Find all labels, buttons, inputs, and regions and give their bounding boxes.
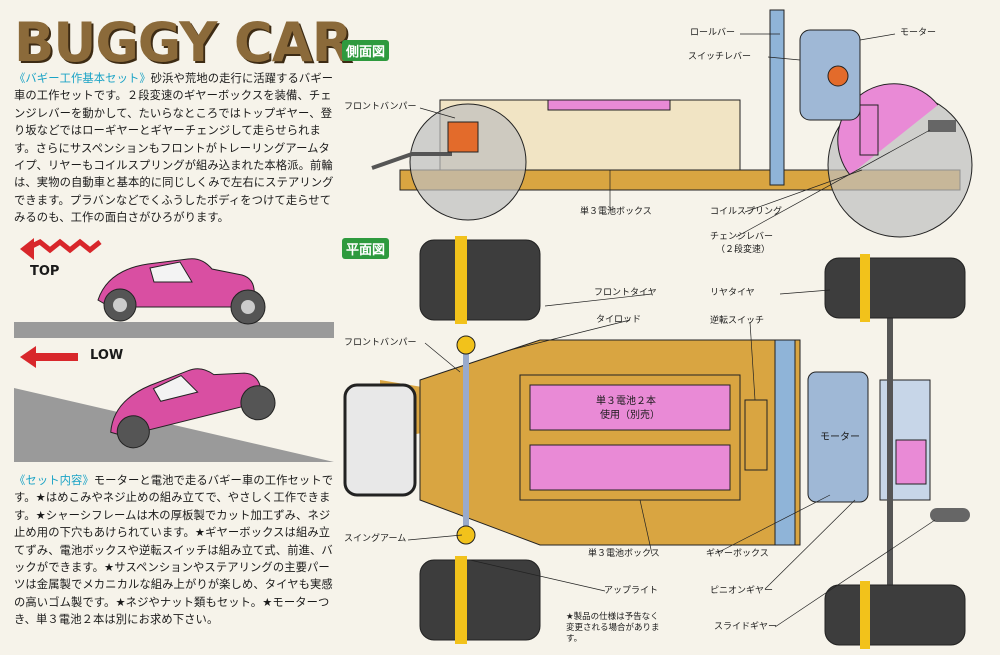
wavy-arrow-icon bbox=[26, 238, 102, 254]
set-contents-text: モーターと電池で走るバギー車の工作セットです。★はめこみやネジ止めの組み立てで、… bbox=[14, 474, 334, 627]
label-roll-bar: ロールバー bbox=[690, 28, 736, 38]
buggy-front-wheel bbox=[116, 415, 150, 449]
side-view-heading: 側面図 bbox=[342, 40, 390, 61]
roll-bar-plan bbox=[774, 339, 796, 546]
label-pinion-gear: ピニオンギヤー bbox=[710, 586, 774, 596]
spec-change-note: ★製品の仕様は予告なく変更される場合があります。 bbox=[566, 612, 660, 644]
front-bumper-side bbox=[371, 152, 452, 170]
battery-2 bbox=[529, 444, 731, 491]
motor-plan bbox=[807, 371, 869, 503]
label-tie-rod: タイロッド bbox=[596, 315, 642, 325]
page-title: BUGGY CAR bbox=[14, 11, 352, 74]
label-slide-gear: スライドギヤー bbox=[714, 622, 778, 632]
buggy-body bbox=[110, 368, 262, 437]
change-lever-side bbox=[928, 120, 956, 132]
intro-text: 砂浜や荒地の走行に活躍するバギー車の工作セットです。２段変速のギヤーボックスを装… bbox=[14, 72, 334, 225]
plan-view-heading: 平面図 bbox=[342, 238, 390, 259]
label-coil-spring: コイルスプリング bbox=[710, 207, 783, 217]
set-contents-paragraph: 《セット内容》モーターと電池で走るバギー車の工作セットです。★はめこみやネジ止め… bbox=[14, 472, 334, 629]
battery-box-plan bbox=[519, 374, 741, 501]
label-change-lever-sub: （２段変速） bbox=[716, 245, 771, 255]
front-left-tire bbox=[419, 239, 541, 321]
buggy-rear-wheel bbox=[240, 385, 276, 421]
buggy-body bbox=[97, 258, 255, 308]
leader-lines bbox=[407, 33, 936, 628]
ground-slope bbox=[14, 388, 334, 462]
label-motor-side: モーター bbox=[900, 28, 937, 38]
upright-bottom bbox=[456, 525, 476, 545]
label-front-bumper-plan: フロントバンパー bbox=[344, 338, 417, 348]
front-wheel-side bbox=[409, 103, 527, 221]
set-contents-tag: 《セット内容》 bbox=[14, 474, 94, 487]
side-view-diagram bbox=[371, 9, 973, 238]
label-battery-box-plan: 単３電池ボックス bbox=[588, 549, 660, 559]
label-battery-box-side: 単３電池ボックス bbox=[580, 207, 652, 217]
label-gearbox: ギヤーボックス bbox=[706, 549, 769, 559]
rear-left-tire bbox=[824, 257, 966, 319]
rear-right-tire bbox=[824, 584, 966, 646]
label-change-lever: チェンジレバー bbox=[710, 232, 774, 242]
intro-paragraph: 《バギー工作基本セット》砂浜や荒地の走行に活躍するバギー車の工作セットです。２段… bbox=[14, 70, 334, 227]
label-upright: アップライト bbox=[604, 586, 659, 596]
ground-flat bbox=[14, 322, 334, 338]
label-front-tire: フロントタイヤ bbox=[594, 288, 657, 298]
intro-tag: 《バギー工作基本セット》 bbox=[14, 72, 151, 85]
top-mode-label: TOP bbox=[30, 264, 60, 279]
reverse-switch bbox=[744, 399, 768, 471]
front-bumper-plan bbox=[343, 383, 417, 497]
top-mode-illustration bbox=[14, 238, 334, 338]
low-mode-label: LOW bbox=[90, 348, 124, 363]
gear-icon bbox=[827, 65, 849, 87]
battery-1 bbox=[529, 384, 731, 431]
label-battery-count: 単３電池２本 bbox=[596, 396, 656, 407]
buggy-window bbox=[149, 261, 193, 283]
plan-view-diagram bbox=[343, 236, 970, 649]
front-right-tire bbox=[419, 559, 541, 641]
arrow-left-icon bbox=[20, 238, 34, 260]
label-swing-arm: スイングアーム bbox=[344, 534, 407, 544]
label-reverse-switch: 逆転スイッチ bbox=[710, 316, 765, 326]
label-rear-tire: リヤタイヤ bbox=[710, 288, 755, 298]
label-battery-note: 使用（別売） bbox=[600, 410, 660, 421]
upright-top bbox=[456, 335, 476, 355]
label-switch-lever: スイッチレバー bbox=[688, 52, 752, 62]
roll-bar bbox=[769, 9, 785, 186]
arrow-left-icon bbox=[20, 346, 36, 368]
chassis-plate bbox=[419, 339, 801, 546]
coil-spring bbox=[859, 104, 879, 156]
low-mode-illustration bbox=[14, 346, 334, 462]
label-motor-plan: モーター bbox=[820, 432, 860, 443]
spur-gear-plan bbox=[895, 439, 927, 485]
label-front-bumper-side: フロントバンパー bbox=[344, 102, 417, 112]
slide-gear-lever bbox=[930, 508, 970, 522]
